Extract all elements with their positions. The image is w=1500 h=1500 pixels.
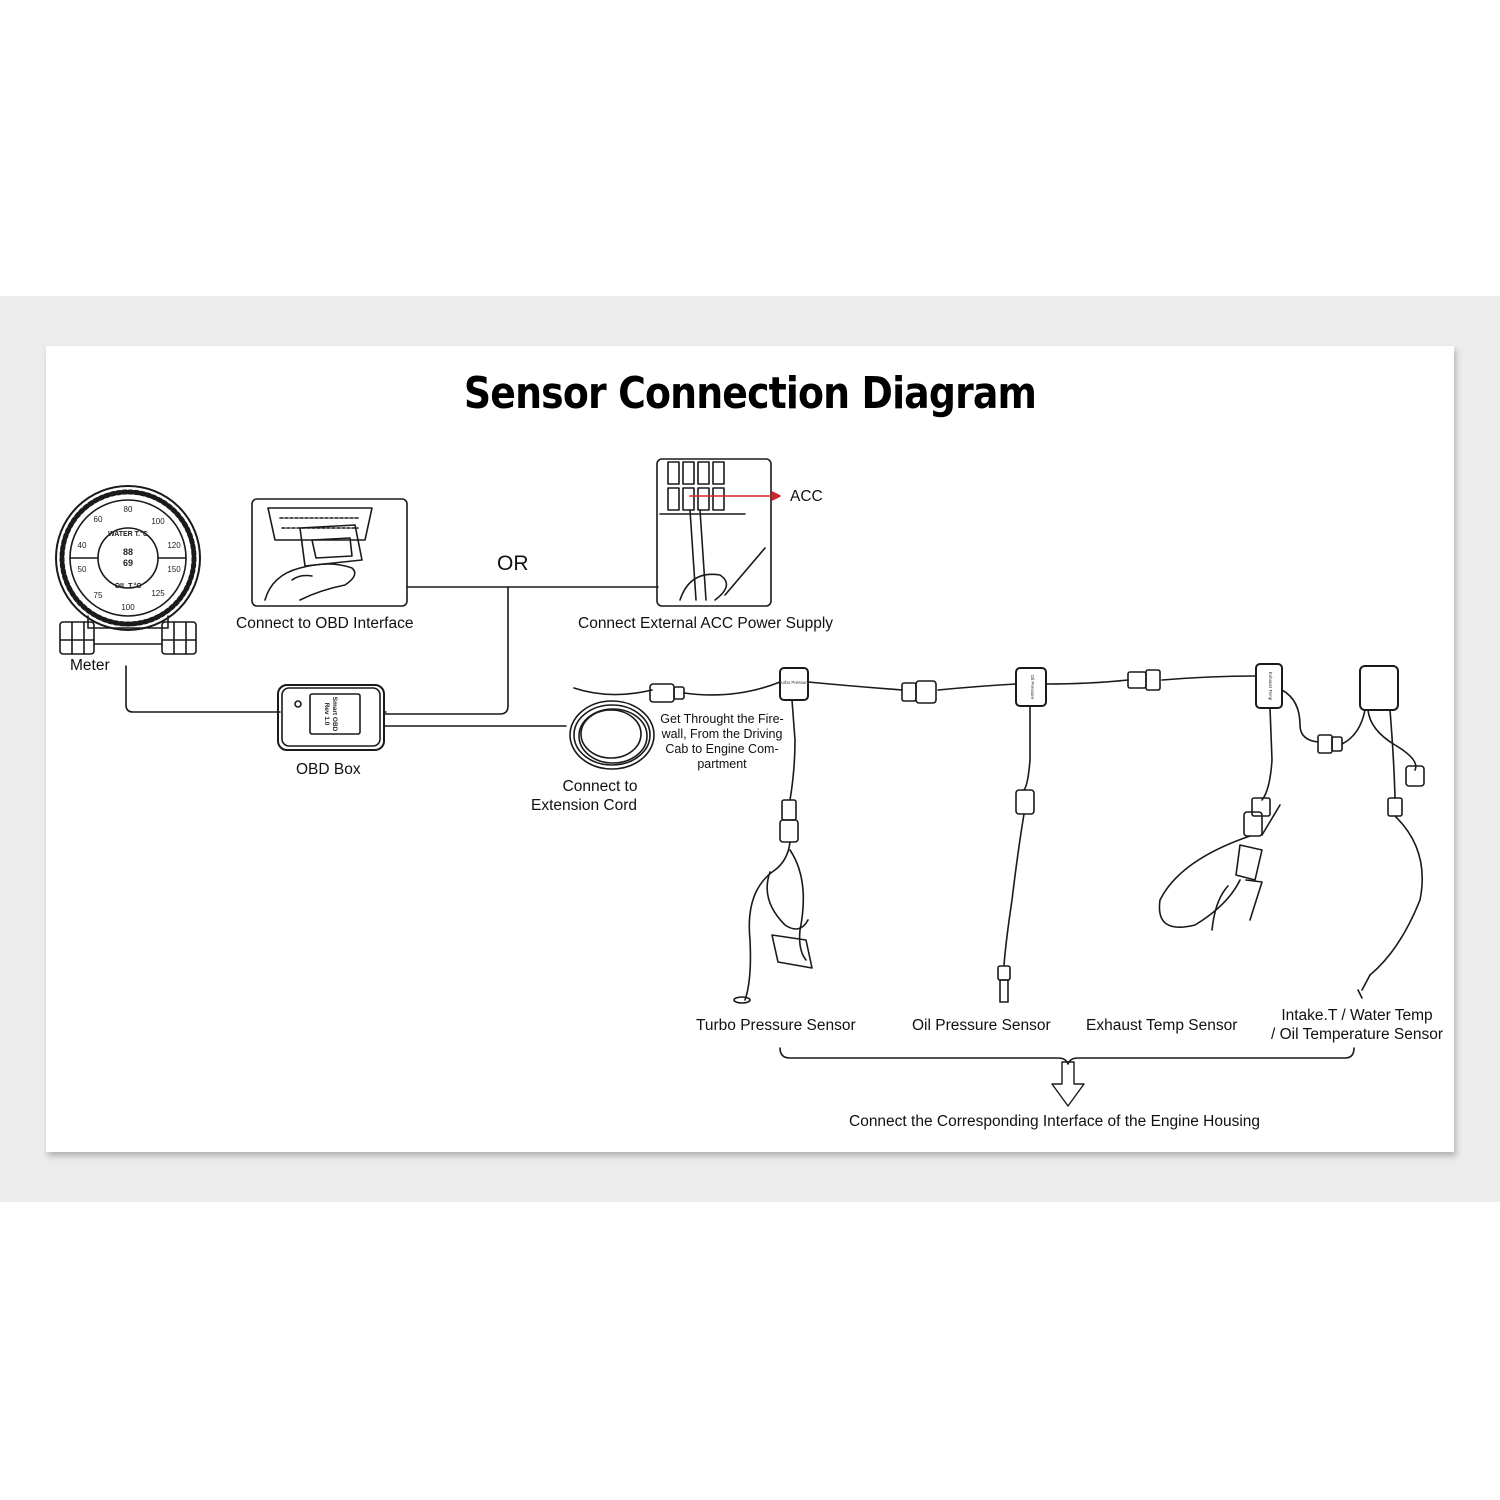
intake-sensor-label-line1: Intake.T / Water Temp — [1281, 1007, 1433, 1024]
harness-line-2 — [807, 681, 903, 691]
gauge-tick: 150 — [167, 565, 181, 574]
harness-line-6 — [1281, 689, 1319, 743]
gauge-tick: 40 — [78, 541, 87, 550]
extension-label-line1: Connect to — [562, 778, 638, 795]
exhaust-sensor-label: Exhaust Temp Sensor — [1086, 1017, 1238, 1034]
harness-line-5 — [1161, 675, 1257, 681]
acc-arrow — [689, 491, 781, 501]
diagram-card — [46, 346, 1454, 1152]
gauge-tick: 125 — [151, 589, 165, 598]
extension-cord-coil — [569, 683, 685, 770]
turbo-sensor-label: Turbo Pressure Sensor — [696, 1017, 856, 1034]
or-label: OR — [497, 552, 529, 575]
intake-sensor-label-line2: / Oil Temperature Sensor — [1270, 1026, 1443, 1043]
engine-housing-label: Connect the Corresponding Interface of t… — [849, 1113, 1261, 1130]
gauge-tick: 80 — [124, 505, 133, 514]
gauge-tick: 75 — [94, 591, 103, 600]
turbo-tag-text: Turbo Pressure — [779, 680, 810, 685]
gauge-tick: 100 — [121, 603, 135, 612]
gauge-tick: 100 — [151, 517, 165, 526]
obd-box — [277, 684, 387, 751]
gauge-upper-label: WATER T.°C — [108, 530, 148, 538]
gauge-lower-label: OIL T.°C — [115, 582, 142, 590]
firewall-label-line4: partment — [697, 757, 747, 771]
meter-cable — [125, 665, 281, 713]
harness-line-4 — [1045, 679, 1129, 685]
meter-gauge — [55, 485, 201, 655]
gauge-tick: 120 — [167, 541, 181, 550]
firewall-label-line2: wall, From the Driving — [661, 727, 783, 741]
extension-label-line2: Extension Cord — [531, 797, 637, 814]
firewall-label-line3: Cab to Engine Com- — [665, 742, 779, 756]
intake-tag-block — [1357, 665, 1425, 999]
obd-interface-illustration — [251, 498, 408, 607]
harness-line-7 — [1341, 709, 1366, 745]
page-title: Sensor Connection Diagram — [463, 368, 1037, 419]
sensors-bracket — [779, 1047, 1355, 1065]
acc-label: ACC — [790, 488, 823, 505]
oil-pressure-sensor-label: Oil Pressure Sensor — [912, 1017, 1051, 1034]
inline-connector — [1317, 734, 1343, 754]
exhaust-tag-block — [1158, 663, 1283, 931]
acc-power-label: Connect External ACC Power Supply — [578, 615, 834, 632]
firewall-label-line1: Get Throught the Fire- — [660, 712, 784, 726]
harness-line-3 — [937, 683, 1017, 691]
obd-box-face-line2: Rev 1.0 — [323, 703, 330, 726]
gauge-readout-bottom: 69 — [123, 558, 133, 568]
harness-line-1 — [683, 681, 781, 696]
turbo-tag-block — [733, 667, 813, 1004]
gauge-readout-top: 88 — [123, 547, 133, 557]
down-arrow-icon — [1051, 1061, 1085, 1107]
obd-box-label: OBD Box — [296, 761, 361, 778]
inline-connector — [1127, 669, 1161, 691]
gauge-tick: 50 — [78, 565, 87, 574]
meter-label: Meter — [70, 657, 110, 674]
exhaust-tag-text: Exhaust Temp — [1268, 672, 1273, 701]
acc-fuse-illustration — [656, 458, 772, 607]
oil-tag-block — [997, 667, 1047, 1003]
obd-interface-label: Connect to OBD Interface — [236, 615, 414, 632]
oil-tag-text: Oil Pressure — [1030, 675, 1035, 700]
obd-box-face-line1: Smart OBD — [331, 697, 338, 732]
gauge-tick: 60 — [94, 515, 103, 524]
or-cable-down — [384, 586, 509, 715]
inline-connector — [901, 680, 937, 704]
